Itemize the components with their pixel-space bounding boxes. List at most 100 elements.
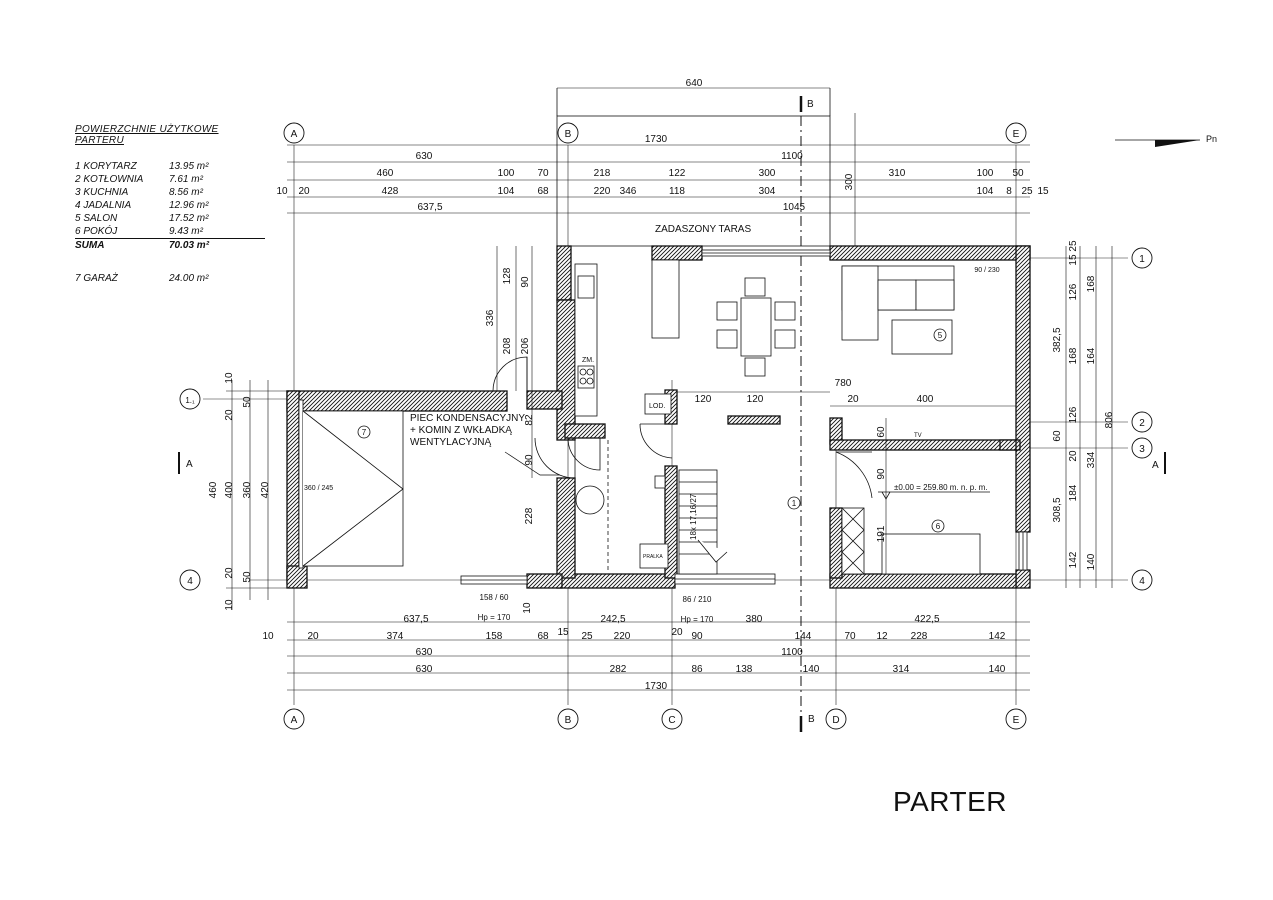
dimension-value: 120	[695, 394, 712, 405]
dimension-value: 346	[620, 186, 637, 197]
window-garage-hp: Hp = 170	[478, 613, 511, 622]
dimension-value: 334	[1086, 451, 1097, 468]
garage-door-label: 360 / 245	[304, 485, 333, 492]
legend-room-name: 1 KORYTARZ	[75, 161, 137, 172]
dimension-value: 68	[537, 631, 549, 642]
dimension-value: 104	[498, 186, 515, 197]
dimension-value: 10	[224, 599, 235, 611]
north-arrow	[1115, 139, 1200, 147]
dimension-value: 20	[307, 631, 319, 642]
dimension-value: 168	[1068, 347, 1079, 364]
room-7: 7	[362, 428, 367, 437]
axis-d-bottom: D	[832, 715, 839, 726]
axis-b-bottom: B	[565, 715, 572, 726]
dimension-value: 637,5	[403, 614, 428, 625]
dimension-value: 420	[260, 481, 271, 498]
plan-labels: PIEC KONDENSACYJNY + KOMIN Z WKŁADKĄ WEN…	[410, 357, 988, 560]
dimension-value: 60	[1052, 430, 1063, 442]
legend-row: 1 KORYTARZ 13.95 m²	[75, 160, 265, 173]
dimension-value: 637,5	[417, 202, 442, 213]
dimension-value: 360	[242, 481, 253, 498]
dimension-value: 10	[276, 186, 288, 197]
dimension-value: 184	[1068, 484, 1079, 501]
dimension-value: 20	[671, 627, 683, 638]
level-marker	[878, 491, 990, 500]
dimension-value: 308,5	[1052, 497, 1063, 522]
dimension-value: 25	[1068, 240, 1079, 252]
dimension-value: 50	[242, 396, 253, 408]
dimension-value: 100	[498, 168, 515, 179]
room-6: 6	[936, 522, 941, 531]
room-numbers	[357, 328, 947, 533]
dimension-value: 82	[524, 414, 535, 426]
dimension-value: 90	[691, 631, 703, 642]
furniture	[302, 259, 981, 575]
dimension-value: 8	[1006, 186, 1012, 197]
north-label: Pn	[1206, 134, 1218, 144]
dimension-value: 400	[917, 394, 934, 405]
dimension-value: 206	[520, 337, 531, 354]
dimension-value: 142	[989, 631, 1006, 642]
fridge-label: LOD.	[649, 403, 665, 410]
dimension-value: 191	[876, 525, 887, 542]
dimension-value: 380	[746, 614, 763, 625]
dimension-value: 228	[911, 631, 928, 642]
window-corr-label: 86 / 210	[683, 595, 712, 604]
boiler-leader	[504, 451, 560, 476]
dimension-value: 168	[1086, 275, 1097, 292]
dimension-value: 10	[262, 631, 274, 642]
dimension-value: 158	[486, 631, 503, 642]
washer-label: PRALKA	[643, 554, 663, 560]
dimension-value: 60	[876, 426, 887, 438]
axis-1: 1	[1139, 254, 1145, 265]
dimension-value: 1100	[781, 151, 803, 162]
legend-room-area: 13.95 m²	[169, 161, 209, 172]
legend-title: POWIERZCHNIE UŻYTKOWE PARTERU	[75, 124, 219, 146]
axis-labels: A B E A B C D E 1 2 3 4 1.₁ 4	[185, 129, 1145, 726]
legend-sum-name: SUMA	[75, 240, 105, 251]
dimension-value: 1045	[783, 202, 806, 213]
dimension-value: 20	[847, 394, 859, 405]
dimension-value: 50	[242, 571, 253, 583]
area-legend: POWIERZCHNIE UŻYTKOWE PARTERU 1 KORYTARZ…	[75, 124, 265, 285]
dimension-value: 164	[1086, 347, 1097, 364]
dimension-value: 422,5	[914, 614, 939, 625]
dimension-value: 228	[524, 507, 535, 524]
dimension-value: 118	[669, 186, 685, 197]
dimension-value: 1730	[645, 681, 668, 692]
page-title: PARTER	[893, 786, 1007, 817]
dimension-value: 374	[387, 631, 404, 642]
terrace	[556, 88, 831, 247]
legend-room-area: 8.56 m²	[169, 187, 203, 198]
dimension-value: 20	[1068, 450, 1079, 462]
dimension-value: 15	[1068, 254, 1079, 266]
dimension-value: 50	[1012, 168, 1024, 179]
axis-e-top: E	[1013, 129, 1020, 140]
doors	[492, 356, 873, 499]
dimension-value: 640	[686, 78, 703, 89]
dimension-value: 242,5	[600, 614, 625, 625]
dimension-value: 400	[224, 481, 235, 498]
dimension-lines	[226, 87, 1113, 691]
dimension-value: 90	[876, 468, 887, 480]
dimension-value: 630	[416, 647, 433, 658]
dimension-value: 120	[747, 394, 764, 405]
axis-bubbles	[179, 122, 1153, 730]
dimension-value: 20	[298, 186, 310, 197]
dimension-value: 15	[1037, 186, 1049, 197]
dimension-value: 70	[844, 631, 856, 642]
dimension-value: 382,5	[1052, 327, 1063, 352]
axis-1-1: 1.₁	[185, 396, 195, 405]
dimension-value: 1730	[645, 134, 668, 145]
section-b-top: B	[807, 99, 814, 110]
legend-garage-area: 24.00 m²	[169, 273, 209, 284]
dimension-value: 220	[594, 186, 611, 197]
dimension-value: 126	[1068, 406, 1079, 423]
stairs-label: 18x 17,16/27	[689, 493, 698, 540]
